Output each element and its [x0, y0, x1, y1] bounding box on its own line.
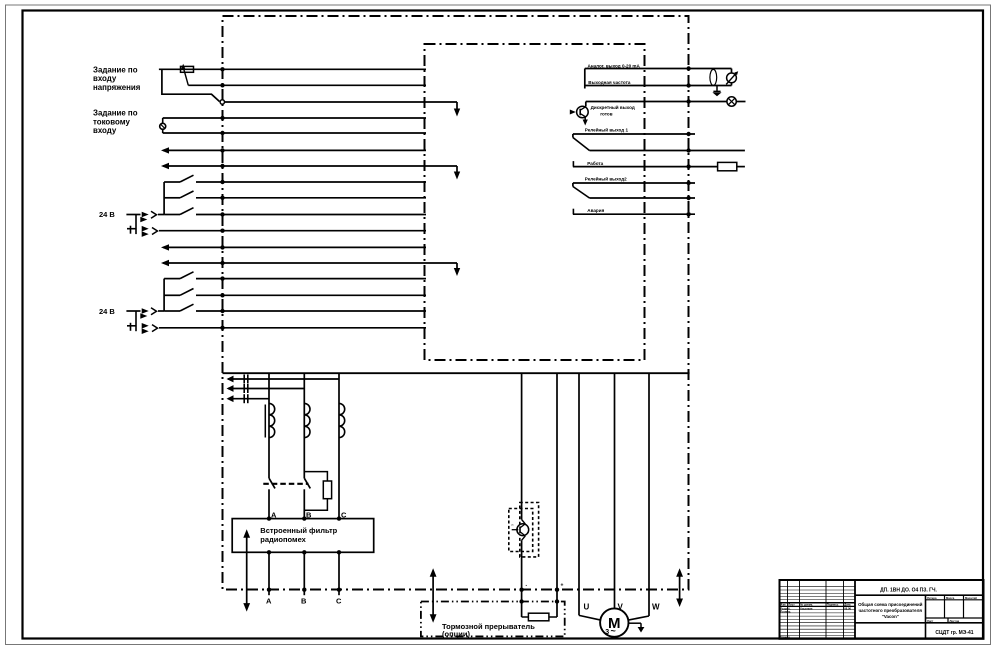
svg-text:Дата: Дата	[844, 603, 851, 607]
svg-text:Релейный выход 1: Релейный выход 1	[585, 127, 629, 133]
svg-text:W: W	[652, 602, 660, 611]
svg-text:№ докум.: № докум.	[800, 604, 813, 607]
svg-text:U: U	[584, 602, 590, 611]
svg-text:(опции): (опции)	[442, 629, 470, 638]
svg-text:Лист: Лист	[927, 619, 934, 623]
svg-text:B: B	[306, 510, 312, 519]
svg-text:Задание по: Задание по	[93, 65, 138, 74]
svg-text:токовому: токовому	[93, 117, 130, 126]
svg-text:C: C	[341, 510, 347, 519]
svg-text:A: A	[271, 510, 277, 519]
svg-text:напряжения: напряжения	[93, 83, 141, 92]
svg-text:ДП. 1ВН ДО. О4 ПЗ. ГЧ.: ДП. 1ВН ДО. О4 ПЗ. ГЧ.	[880, 588, 937, 594]
svg-text:Подпись: Подпись	[827, 603, 839, 607]
svg-text:~: ~	[611, 626, 616, 636]
svg-text:24 В: 24 В	[99, 307, 115, 316]
svg-text:СЦДТ гр. МЭ-41: СЦДТ гр. МЭ-41	[935, 630, 973, 636]
svg-text:M: M	[608, 615, 621, 632]
svg-text:Релейный выход2: Релейный выход2	[585, 176, 627, 182]
svg-text:входу: входу	[93, 74, 117, 83]
svg-text:частотного преобразователя: частотного преобразователя	[859, 608, 923, 613]
svg-text:Литера: Литера	[927, 596, 937, 600]
svg-text:B: B	[301, 596, 307, 605]
svg-text:Авария: Авария	[587, 208, 604, 213]
svg-text:C: C	[336, 596, 342, 605]
svg-text:радиопомех: радиопомех	[260, 535, 306, 544]
svg-text:Общая схема присоединений: Общая схема присоединений	[858, 602, 923, 607]
svg-text:Выходная частота: Выходная частота	[588, 80, 631, 85]
svg-text:Провер.: Провер.	[780, 610, 791, 614]
svg-text:Встроенный фильтр: Встроенный фильтр	[260, 526, 337, 535]
svg-text:V: V	[618, 602, 624, 611]
svg-text:входу: входу	[93, 126, 117, 135]
svg-text:Работа: Работа	[587, 160, 603, 166]
svg-text:+: +	[561, 583, 564, 589]
svg-text:Задание по: Задание по	[93, 109, 138, 118]
svg-text:Листов: Листов	[950, 619, 960, 623]
svg-text:A: A	[266, 596, 272, 605]
svg-text:06.06: 06.06	[844, 606, 851, 610]
svg-text:п: п	[512, 523, 514, 527]
svg-text:Тормозной прерыватель: Тормозной прерыватель	[442, 622, 535, 631]
svg-text:Касаткин: Касаткин	[800, 606, 813, 610]
svg-text:-: -	[526, 583, 528, 589]
svg-text:"Vacon": "Vacon"	[882, 614, 899, 619]
svg-text:Аналог. выход 0-20 mA: Аналог. выход 0-20 mA	[588, 63, 641, 68]
svg-text:Лист: Лист	[788, 603, 795, 607]
svg-text:готов: готов	[600, 112, 613, 117]
svg-text:Разраб.: Разраб.	[780, 606, 790, 610]
svg-text:3: 3	[605, 629, 609, 636]
svg-text:Изм: Изм	[780, 603, 785, 607]
svg-text:Масштаб: Масштаб	[965, 596, 977, 600]
svg-text:Утверд.: Утверд.	[780, 635, 790, 639]
svg-text:Масса: Масса	[946, 596, 955, 600]
svg-text:24 В: 24 В	[99, 210, 115, 219]
svg-text:Дискретный выход: Дискретный выход	[591, 104, 635, 110]
